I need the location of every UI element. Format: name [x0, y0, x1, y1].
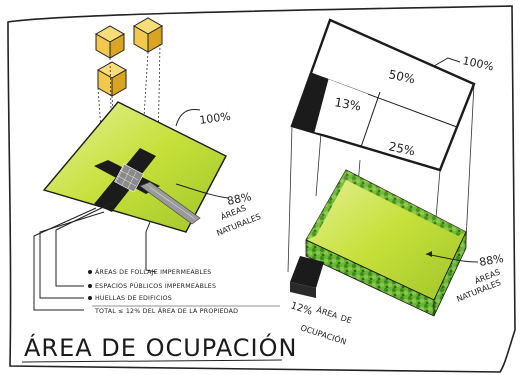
legend-item-1: ÁREAS DE FOLLAJE IMPERMEABLES — [95, 267, 211, 276]
legend: ÁREAS DE FOLLAJE IMPERMEABLES ESPACIOS P… — [88, 267, 280, 315]
legend-total: TOTAL ≤ 12% DEL ÁREA DE LA PROPIEDAD — [94, 306, 238, 315]
legend-bullet-1 — [88, 270, 92, 274]
leader-100-left — [175, 109, 201, 127]
building-block-top — [94, 25, 126, 59]
left-diagram: 100% 88% ÁREAS NATURALES — [33, 17, 262, 311]
label-de-ocup: DE — [339, 313, 352, 325]
cell-50: 50% — [387, 67, 416, 86]
title-underline — [21, 359, 283, 363]
cell-13: 13% — [333, 95, 362, 113]
paved-walkway — [139, 181, 201, 225]
occupied-cell — [292, 73, 328, 132]
label-88-left: 88% — [226, 190, 253, 208]
leader-88-left — [175, 183, 229, 199]
hedge-right — [433, 231, 467, 317]
building-block-lower — [96, 61, 128, 97]
legend-leaders — [33, 199, 157, 311]
right-diagram: 50% 13% 25% 100% 12% ÁREA DE OCUPACIÓN 8… — [287, 18, 505, 347]
legend-bullet-3 — [88, 296, 92, 300]
label-area-ocup: ÁREA — [315, 303, 339, 320]
label-100-right: 100% — [461, 54, 494, 73]
leader-100-right — [433, 57, 461, 67]
label-88-right: 88% — [478, 252, 504, 269]
building-block-right-diagram — [290, 256, 324, 288]
page-title: ÁREA DE OCUPACIÓN — [24, 332, 297, 362]
legend-item-2: ESPACIOS PÚBLICOS IMPERMEABLES — [95, 281, 216, 290]
building-block-right — [132, 17, 164, 53]
cell-25: 25% — [387, 139, 416, 158]
legend-item-3: HUELLAS DE EDIFICIOS — [95, 295, 172, 302]
legend-bullet-2 — [88, 284, 92, 288]
label-12-pct: 12% — [289, 300, 314, 317]
frame-border — [7, 5, 516, 373]
label-100-left: 100% — [199, 110, 232, 127]
label-ocupacion: OCUPACIÓN — [299, 321, 348, 346]
